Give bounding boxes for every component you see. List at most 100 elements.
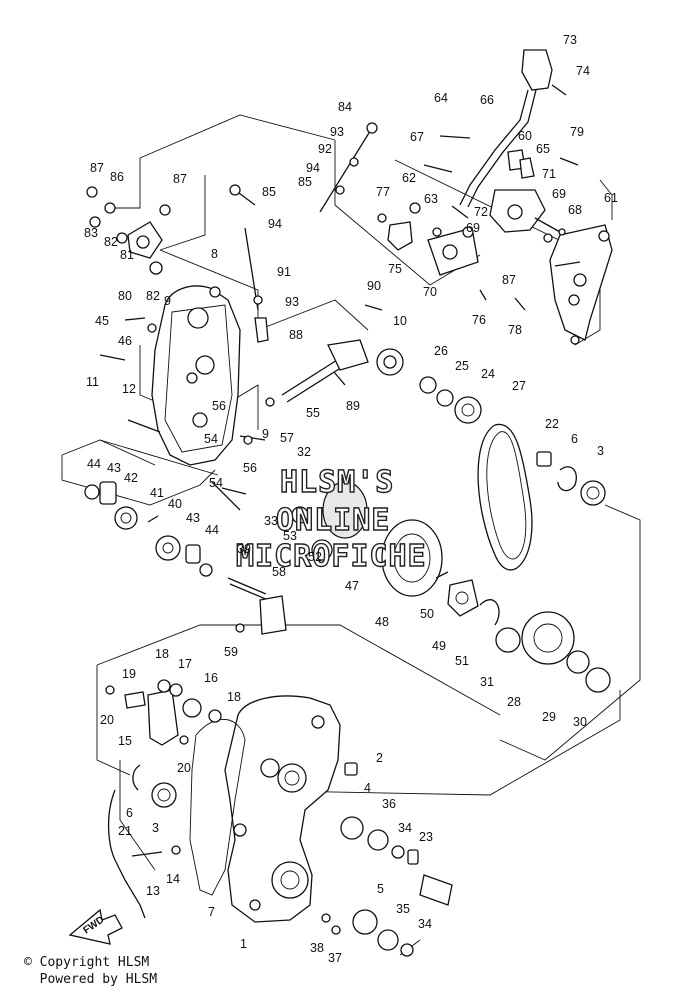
callout-69: 69 — [552, 187, 566, 201]
callout-8: 8 — [211, 247, 218, 261]
callout-7: 7 — [208, 905, 215, 919]
callout-6: 6 — [126, 806, 133, 820]
callout-93: 93 — [285, 295, 299, 309]
callout-74: 74 — [576, 64, 590, 78]
callout-68: 68 — [568, 203, 582, 217]
callout-81: 81 — [120, 248, 134, 262]
callout-79: 79 — [570, 125, 584, 139]
callout-85: 85 — [262, 185, 276, 199]
callout-13: 13 — [146, 884, 160, 898]
callout-88: 88 — [289, 328, 303, 342]
callout-51: 51 — [455, 654, 469, 668]
callout-26: 26 — [434, 344, 448, 358]
secondary-gear-group — [84, 419, 287, 635]
callout-42: 42 — [124, 471, 138, 485]
callout-63: 63 — [424, 192, 438, 206]
callout-90: 90 — [367, 279, 381, 293]
clutch-gear-group — [419, 376, 606, 571]
callout-18: 18 — [155, 647, 169, 661]
callout-53: 53 — [283, 529, 297, 543]
shift-lever-assembly — [377, 49, 613, 345]
callout-21: 21 — [118, 824, 132, 838]
callout-78: 78 — [508, 323, 522, 337]
callout-58: 58 — [272, 565, 286, 579]
callout-33: 33 — [264, 514, 278, 528]
watermark-line-2: ONLINE — [276, 503, 390, 538]
callout-37: 37 — [328, 951, 342, 965]
callout-40: 40 — [168, 497, 182, 511]
callout-23: 23 — [419, 830, 433, 844]
callout-61: 61 — [604, 191, 618, 205]
callout-75: 75 — [388, 262, 402, 276]
shaft-assembly-55 — [265, 304, 404, 407]
callout-20: 20 — [100, 713, 114, 727]
callout-29: 29 — [542, 710, 556, 724]
callout-3: 3 — [597, 444, 604, 458]
copyright-footer: © Copyright HLSM Powered by HLSM — [24, 954, 157, 988]
callout-2: 2 — [376, 751, 383, 765]
callout-60: 60 — [518, 129, 532, 143]
callout-65: 65 — [536, 142, 550, 156]
callout-69: 69 — [466, 221, 480, 235]
watermark: HLSM'S ONLINE MICROFICHE — [235, 464, 426, 574]
callout-89: 89 — [346, 399, 360, 413]
callout-92: 92 — [318, 142, 332, 156]
watermark-line-1: HLSM'S — [280, 465, 394, 500]
callout-73: 73 — [563, 33, 577, 47]
callout-94: 94 — [268, 217, 282, 231]
callout-70: 70 — [423, 285, 437, 299]
callout-77: 77 — [376, 185, 390, 199]
callout-19: 19 — [122, 667, 136, 681]
assembly-outline-lines — [61, 114, 641, 956]
callout-45: 45 — [95, 314, 109, 328]
callout-17: 17 — [178, 657, 192, 671]
callout-6: 6 — [571, 432, 578, 446]
lower-left-parts — [105, 679, 222, 919]
callout-22: 22 — [545, 417, 559, 431]
callout-57: 57 — [280, 431, 294, 445]
callout-52: 52 — [308, 550, 322, 564]
callout-38: 38 — [310, 941, 324, 955]
callout-10: 10 — [393, 314, 407, 328]
callout-34: 34 — [398, 821, 412, 835]
callout-55: 55 — [306, 406, 320, 420]
callout-28: 28 — [507, 695, 521, 709]
callout-18: 18 — [227, 690, 241, 704]
callout-25: 25 — [455, 359, 469, 373]
callout-59: 59 — [224, 645, 238, 659]
fwd-direction-arrow: FWD — [68, 908, 123, 945]
callout-56: 56 — [212, 399, 226, 413]
callout-11: 11 — [86, 375, 99, 389]
callout-72: 72 — [474, 205, 488, 219]
callout-64: 64 — [434, 91, 448, 105]
callout-3: 3 — [152, 821, 159, 835]
callout-94: 94 — [306, 161, 320, 175]
callout-76: 76 — [472, 313, 486, 327]
callout-93: 93 — [330, 125, 344, 139]
callout-32: 32 — [297, 445, 311, 459]
callout-43: 43 — [107, 461, 121, 475]
drive-pulley-assembly — [291, 481, 611, 693]
callout-12: 12 — [122, 382, 136, 396]
callout-16: 16 — [204, 671, 218, 685]
callout-56: 56 — [243, 461, 257, 475]
callout-82: 82 — [104, 235, 118, 249]
callout-82: 82 — [146, 289, 160, 303]
callout-86: 86 — [110, 170, 124, 184]
callout-47: 47 — [345, 579, 359, 593]
callout-39: 39 — [237, 542, 251, 556]
callout-24: 24 — [481, 367, 495, 381]
callout-62: 62 — [402, 171, 416, 185]
cable-rod-assembly — [229, 122, 378, 343]
callout-66: 66 — [480, 93, 494, 107]
callout-87: 87 — [173, 172, 187, 186]
callout-34: 34 — [418, 917, 432, 931]
copyright-line: © Copyright HLSM — [24, 955, 150, 970]
callout-49: 49 — [432, 639, 446, 653]
callout-44: 44 — [87, 457, 101, 471]
callout-54: 54 — [204, 432, 218, 446]
callout-85: 85 — [298, 175, 312, 189]
callout-87: 87 — [502, 273, 516, 287]
callout-35: 35 — [396, 902, 410, 916]
